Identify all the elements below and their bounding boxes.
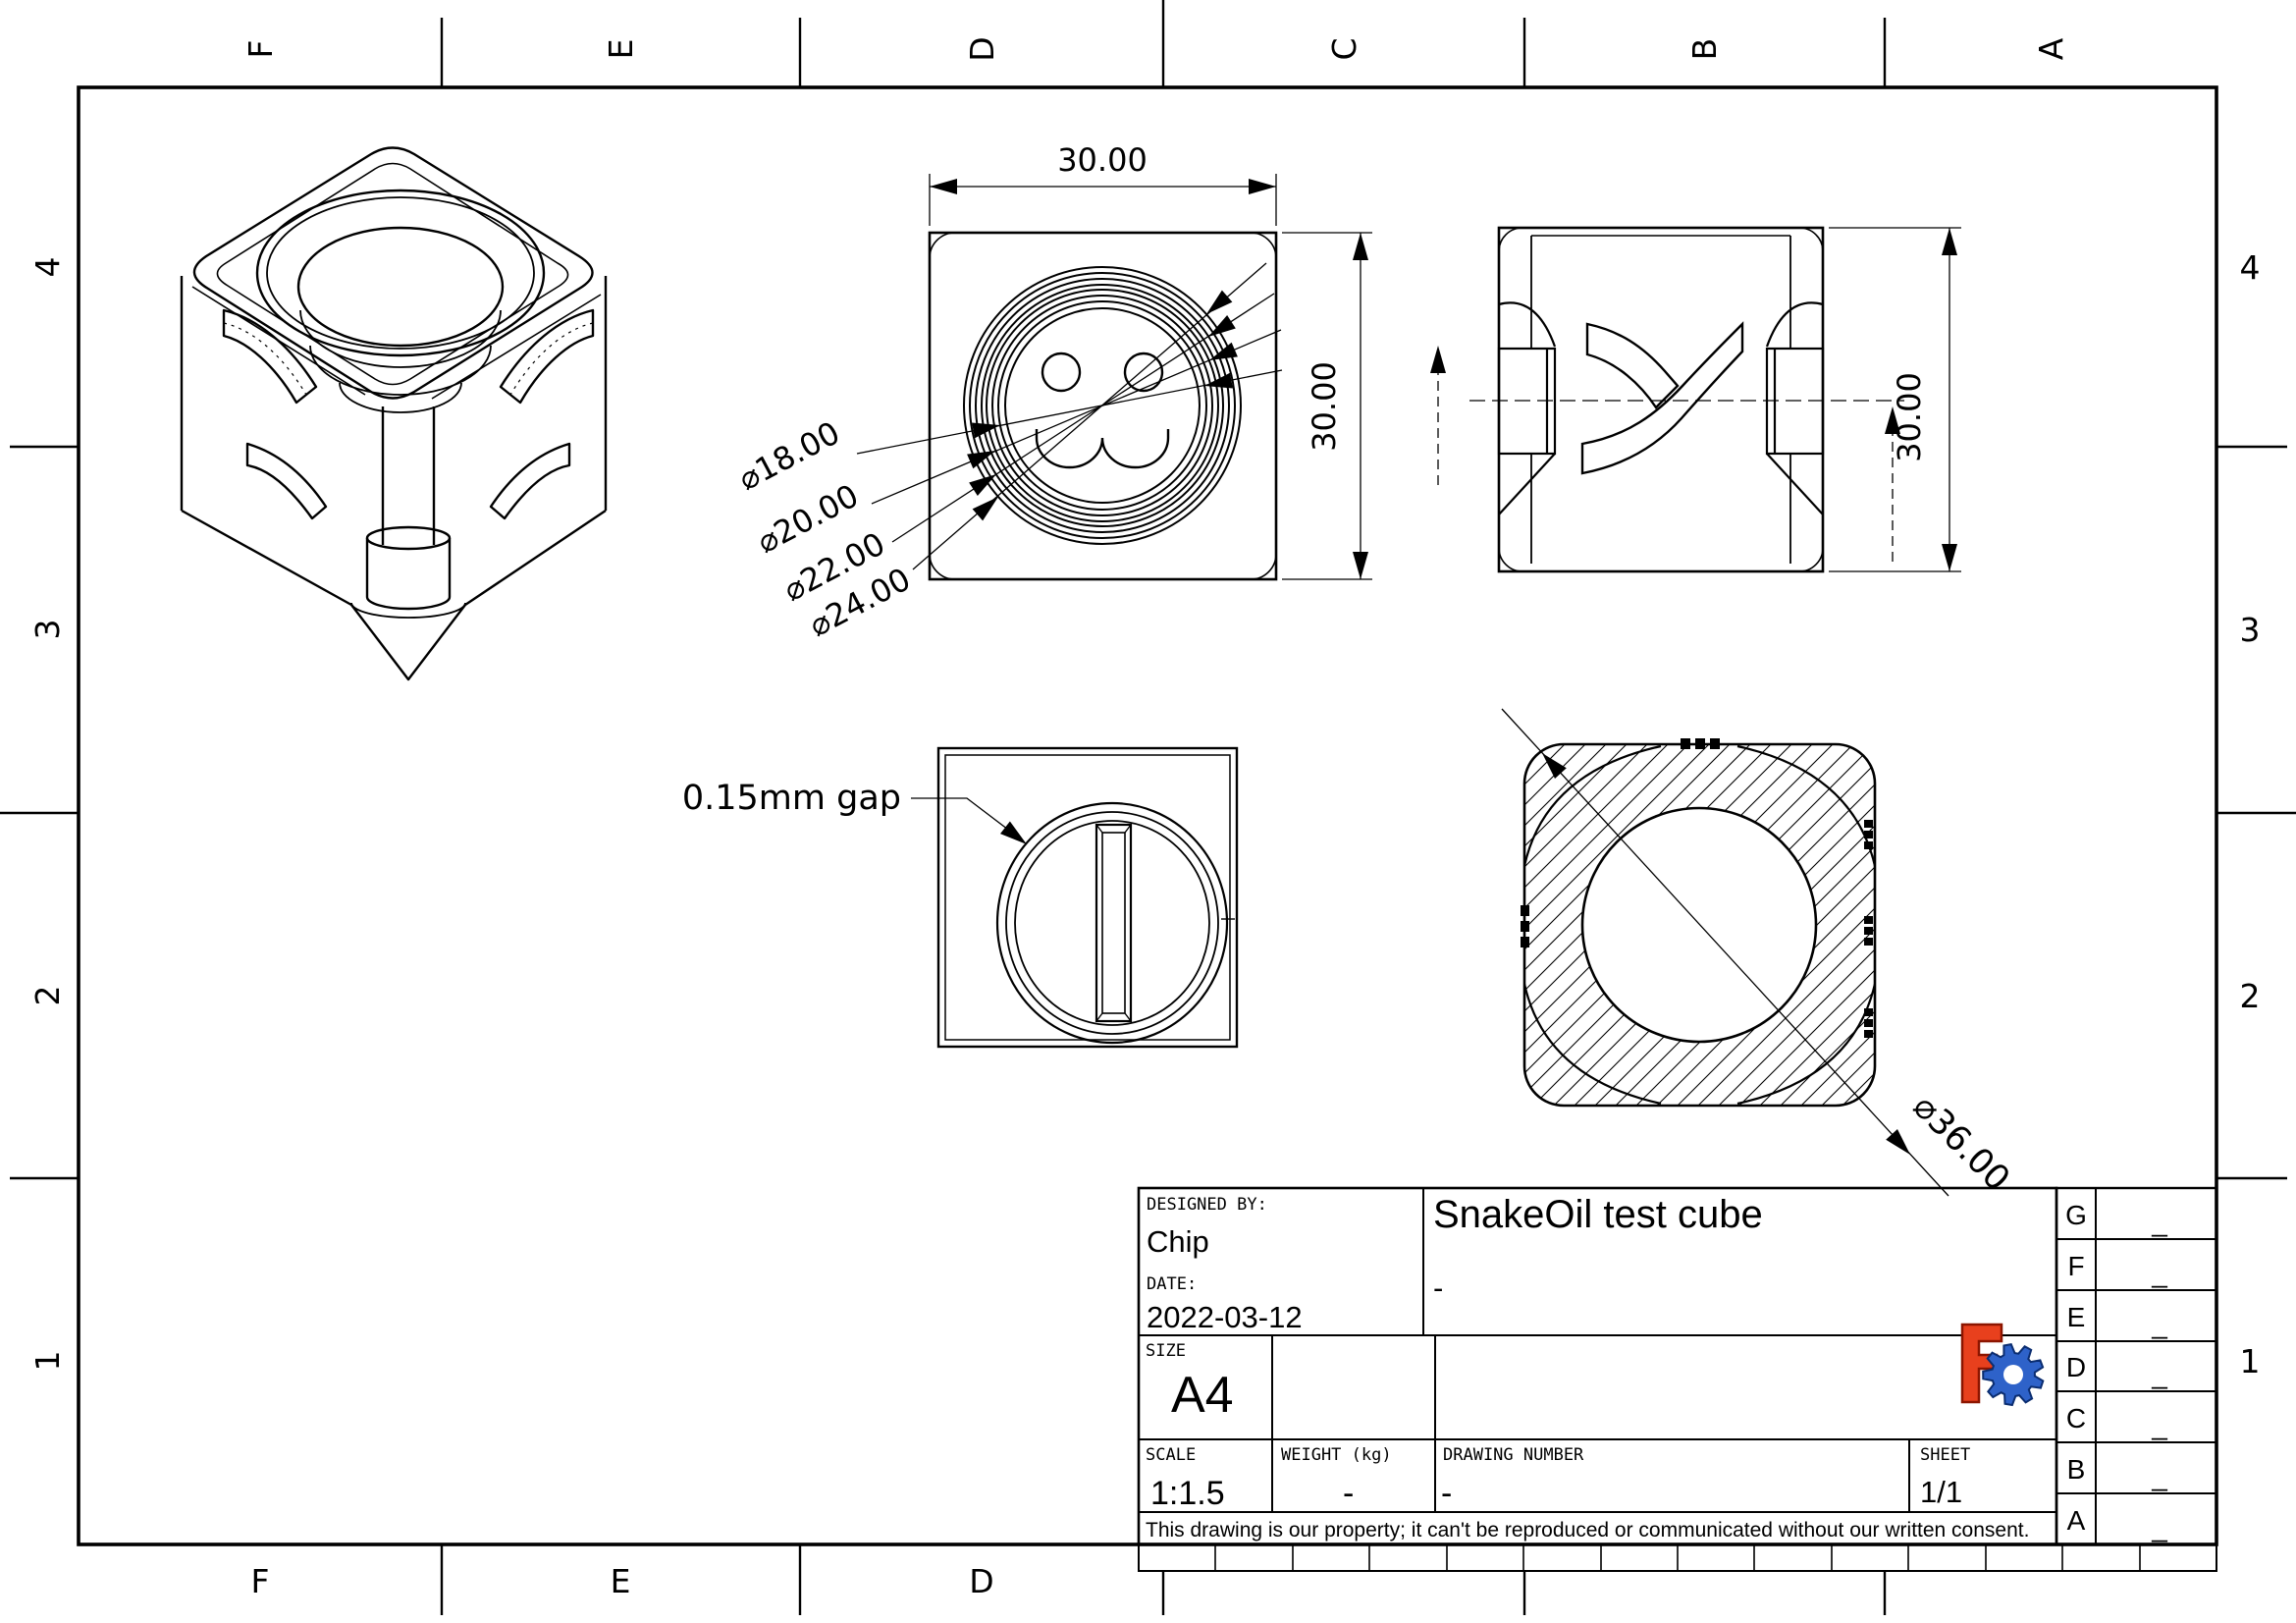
diameter-labels: ⌀18.00 ⌀20.00 ⌀22.00 ⌀24.00 xyxy=(732,413,917,644)
rev-val: _ xyxy=(2151,1461,2167,1491)
rev-val: _ xyxy=(2151,1258,2167,1288)
zone-letter-top: C xyxy=(1325,37,1363,60)
title-block xyxy=(1137,1186,2058,1546)
drawing-number-label: DRAWING NUMBER xyxy=(1443,1445,1584,1465)
zone-number-left: 3 xyxy=(28,620,67,640)
smiley-face xyxy=(1035,352,1170,469)
rev-val: _ xyxy=(2151,1512,2167,1542)
dimension-line xyxy=(912,262,1267,570)
dimension-arrowhead xyxy=(1249,179,1276,194)
zone-letter-top: D xyxy=(963,36,1001,61)
zone-number-left: 2 xyxy=(28,986,67,1006)
drawing-number-value: - xyxy=(1441,1475,1452,1512)
rev-zone: B xyxy=(2067,1454,2086,1485)
rev-zone: G xyxy=(2065,1200,2087,1230)
rev-val: _ xyxy=(2151,1410,2167,1440)
designed-by-label: DESIGNED BY: xyxy=(1147,1195,1267,1215)
size-label: SIZE xyxy=(1146,1341,1186,1361)
rev-zone: D xyxy=(2066,1352,2086,1382)
dimension-arrowhead xyxy=(1353,233,1368,260)
freecad-logo xyxy=(1960,1323,2045,1407)
dimension-arrowhead xyxy=(972,497,998,521)
dimension-arrowhead xyxy=(1942,544,1957,571)
disclaimer-text: This drawing is our property; it can't b… xyxy=(1146,1519,2029,1542)
date-value: 2022-03-12 xyxy=(1147,1300,1303,1334)
dimension-arrowhead xyxy=(1000,821,1027,844)
zone-number-left: 4 xyxy=(28,257,67,278)
dim-front-height: 30.00 xyxy=(1306,361,1343,452)
dimension-arrowhead xyxy=(969,474,996,496)
zone-number-right: 3 xyxy=(2240,611,2261,649)
rev-val: _ xyxy=(2151,1207,2167,1237)
dimension-arrowhead xyxy=(1430,346,1446,373)
side-view xyxy=(1437,226,1961,573)
zone-letter-bottom: E xyxy=(611,1562,631,1600)
dimension-arrowhead xyxy=(1208,315,1236,337)
rev-zone: A xyxy=(2067,1505,2086,1536)
zone-letter-bottom: D xyxy=(969,1562,993,1600)
isometric-view xyxy=(180,146,608,681)
rev-zone: C xyxy=(2066,1403,2086,1434)
weight-value: - xyxy=(1343,1475,1354,1512)
zone-number-right: 4 xyxy=(2240,248,2261,287)
dimension-arrowhead xyxy=(1209,342,1238,360)
dim-gap-note: 0.15mm gap xyxy=(682,779,901,818)
dimension-arrowhead xyxy=(971,422,1000,439)
front-view xyxy=(928,174,1372,581)
drawing-subtitle: - xyxy=(1433,1271,1443,1305)
zone-letter-top: B xyxy=(1685,38,1724,61)
slot-view xyxy=(911,746,1239,1049)
dimension-arrowhead xyxy=(1542,753,1567,780)
gear-hole xyxy=(2003,1365,2023,1384)
size-value: A4 xyxy=(1171,1367,1234,1424)
zone-labels: F E D C B A F E D 4 3 2 1 4 3 2 1 xyxy=(28,36,2261,1600)
dimension-arrowhead xyxy=(1942,228,1957,255)
designed-by-value: Chip xyxy=(1147,1224,1209,1259)
weight-label: WEIGHT (kg) xyxy=(1281,1445,1392,1465)
scale-value: 1:1.5 xyxy=(1150,1475,1225,1512)
title-block-text: DESIGNED BY: Chip DATE: 2022-03-12 Snake… xyxy=(1146,1193,2029,1542)
zone-letter-bottom: F xyxy=(251,1562,270,1600)
dimension-arrowhead xyxy=(930,179,957,194)
zone-number-right: 1 xyxy=(2240,1342,2261,1380)
zone-letter-top: A xyxy=(2032,37,2070,60)
dimension-arrows xyxy=(930,179,1957,1155)
dimension-arrowhead xyxy=(1353,552,1368,579)
dimension-arrowhead xyxy=(1206,290,1233,314)
rev-val: _ xyxy=(2151,1359,2167,1389)
section-view xyxy=(1501,708,1949,1197)
revision-table-text: G _ F _ E _ D _ C _ B _ A _ xyxy=(2065,1200,2167,1542)
dimension-arrowhead xyxy=(1204,372,1234,389)
rev-zone: F xyxy=(2067,1251,2084,1281)
date-label: DATE: xyxy=(1147,1274,1197,1294)
zone-number-left: 1 xyxy=(28,1351,67,1372)
ruler-strip xyxy=(1138,1543,2217,1572)
dimension-arrowhead xyxy=(1885,406,1900,434)
slot-section-marks xyxy=(1521,738,1873,1038)
zone-letter-top: F xyxy=(241,40,280,59)
sheet-value: 1/1 xyxy=(1920,1475,1962,1509)
zone-number-right: 2 xyxy=(2240,977,2261,1015)
dim-front-width: 30.00 xyxy=(1057,141,1148,179)
dimension-arrowhead xyxy=(1886,1128,1910,1155)
scale-label: SCALE xyxy=(1146,1445,1196,1465)
rev-val: _ xyxy=(2151,1309,2167,1339)
dim-side-height: 30.00 xyxy=(1891,372,1928,462)
dimension-arrowhead xyxy=(967,451,995,469)
rev-zone: E xyxy=(2067,1302,2086,1332)
zone-letter-top: E xyxy=(602,39,640,60)
sheet-label: SHEET xyxy=(1920,1445,1970,1465)
dim-sphere: ⌀36.00 xyxy=(1905,1087,2017,1199)
drawing-title: SnakeOil test cube xyxy=(1433,1193,1763,1236)
